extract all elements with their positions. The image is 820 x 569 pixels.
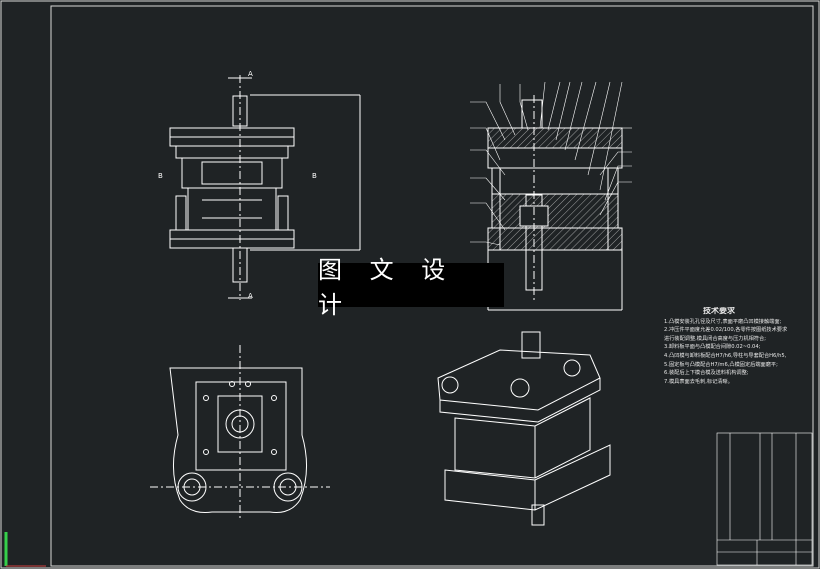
section-mark-a-top: A bbox=[248, 70, 253, 78]
requirement-line: 进行装配调整,模具闭合高度与压力机相符合; bbox=[664, 335, 766, 342]
ucs-axis-icon bbox=[4, 532, 46, 567]
technical-requirements: 技术要求 1.凸模安装孔孔径及尺寸,表面平磨凸凹模接触端面; 2.冲压件平面度允… bbox=[664, 307, 814, 386]
requirement-line: 1.凸模安装孔孔径及尺寸,表面平磨凸凹模接触端面; bbox=[664, 318, 782, 325]
requirement-line: 4.凸凹模与卸料板配合H7/h6,导柱与导套配合H6/h5, bbox=[664, 352, 787, 359]
technical-requirements-title: 技术要求 bbox=[703, 307, 735, 315]
front-view bbox=[169, 75, 361, 300]
requirement-line: 3.卸料板平面与凸模配合间隙0.02~0.04; bbox=[664, 344, 761, 351]
section-mark-b-left: B bbox=[158, 172, 163, 180]
balloon-leaders bbox=[470, 81, 632, 246]
section-mark-b-right: B bbox=[312, 172, 317, 180]
watermark-label: 图 文 设 计 bbox=[318, 256, 504, 319]
top-view bbox=[150, 345, 330, 520]
requirement-line: 2.冲压件平面度允差0.02/100,各零件按图纸技术要求 bbox=[664, 327, 788, 334]
isometric-view bbox=[437, 331, 611, 526]
requirement-line: 6.装配后上下模合模及送料机构调整; bbox=[664, 370, 749, 377]
section-mark-a-bottom: A bbox=[248, 292, 253, 300]
section-view bbox=[487, 95, 623, 311]
parts-list-table bbox=[716, 432, 813, 566]
section-markers: A A B B bbox=[158, 70, 317, 300]
requirement-line: 7.模具表面去毛刺,标记清晰。 bbox=[664, 378, 733, 385]
requirement-line: 5.固定板与凸模配合H7/m6,凸模固定后端面磨平; bbox=[664, 361, 778, 368]
